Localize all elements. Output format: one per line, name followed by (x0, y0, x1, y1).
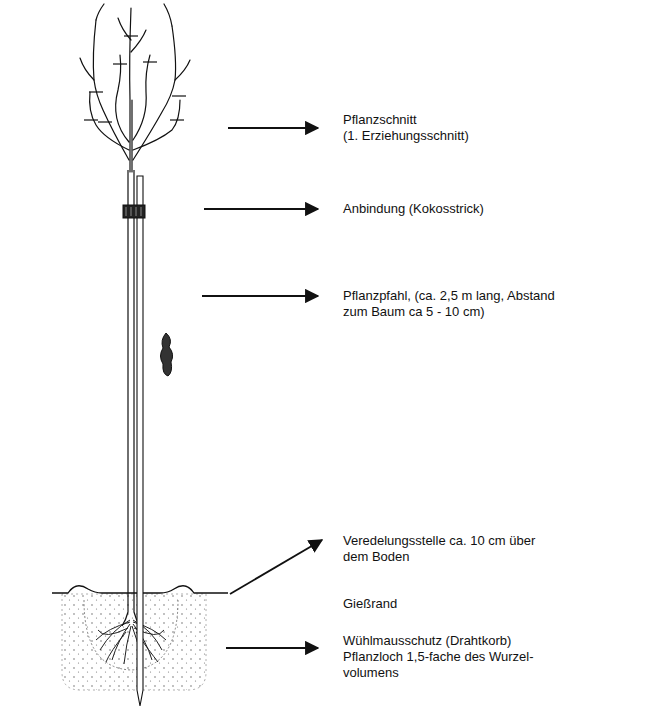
part-label: Anbindung (Kokosstrick) (343, 201, 484, 217)
crown (80, 4, 190, 172)
part-label: Gießrand (343, 596, 397, 612)
part-label: Pflanzloch 1,5-fache des Wurzel- volumen… (343, 649, 573, 681)
small-figure (161, 333, 173, 376)
stake (137, 176, 143, 706)
cut-marks (84, 36, 186, 122)
part-label: Pflanzschnitt (343, 112, 417, 128)
part-label: Veredelungsstelle ca. 10 cm über dem Bod… (343, 533, 558, 565)
part-label: Pflanzpfahl, (ca. 2,5 m lang, Abstand zu… (343, 288, 558, 320)
part-label: (1. Erziehungsschnitt) (343, 128, 469, 144)
part-label: Wühlmausschutz (Drahtkorb) (343, 633, 511, 649)
coconut-rope-tie (123, 205, 145, 218)
roots (96, 620, 166, 664)
leader-arrows (202, 128, 322, 648)
